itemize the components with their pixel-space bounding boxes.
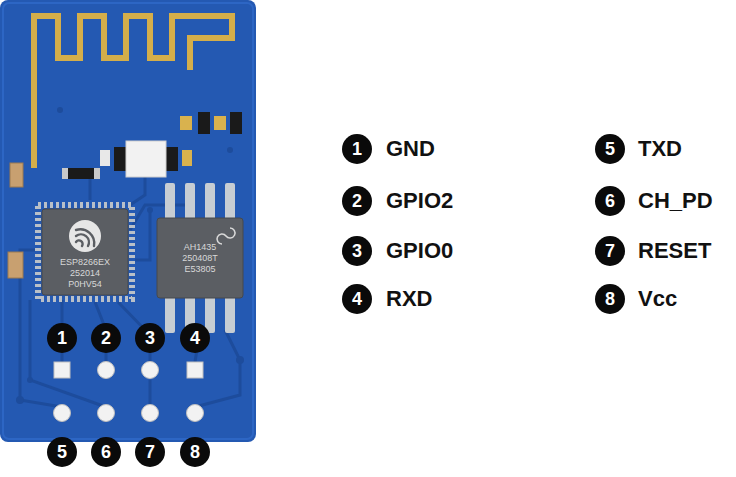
pin-name: RESET [638, 237, 711, 265]
capacitor [10, 163, 23, 187]
flash-chip [157, 218, 243, 298]
pin-name: CH_PD [638, 187, 713, 215]
chip-marking-area: AH1435 250408T E53805 [157, 218, 243, 298]
smd-part [66, 168, 96, 179]
callout-number: 4 [342, 284, 372, 314]
callout-number: 2 [91, 323, 121, 353]
chip-marking: ESP8266EX 252014 P0HV54 [60, 257, 110, 290]
callout-number: 3 [135, 323, 165, 353]
capacitor [8, 252, 23, 278]
pin-name: GND [386, 135, 435, 163]
pin-name: GPIO0 [386, 237, 453, 265]
pin-name: RXD [386, 285, 432, 313]
callout-number: 1 [342, 134, 372, 164]
esp8266-chip [42, 209, 128, 295]
smd-part [214, 116, 226, 130]
smd-part [230, 112, 242, 134]
header-pads [54, 362, 204, 422]
pin-name: Vcc [638, 285, 677, 313]
callout-number: 8 [180, 437, 210, 467]
chip-marking-area: ESP8266EX 252014 P0HV54 [42, 209, 128, 295]
callout-number: 3 [342, 236, 372, 266]
smd-part [180, 116, 192, 130]
chip-pins [38, 205, 132, 299]
vias [16, 107, 244, 404]
esp-logo [69, 220, 101, 252]
pin-name: GPIO2 [386, 187, 453, 215]
pin-name: TXD [638, 135, 682, 163]
callout-number: 2 [342, 186, 372, 216]
callout-number: 6 [595, 186, 625, 216]
pcb-board [0, 0, 256, 442]
callout-number: 7 [135, 437, 165, 467]
callout-number: 7 [595, 236, 625, 266]
callout-number: 8 [595, 284, 625, 314]
chip-marking: AH1435 250408T E53805 [182, 242, 217, 275]
callout-number: 5 [595, 134, 625, 164]
callout-number: 4 [180, 323, 210, 353]
callout-number: 1 [47, 323, 77, 353]
callout-number: 5 [47, 437, 77, 467]
flash-logo [217, 228, 235, 244]
smd-part [198, 112, 210, 134]
callout-number: 6 [91, 437, 121, 467]
